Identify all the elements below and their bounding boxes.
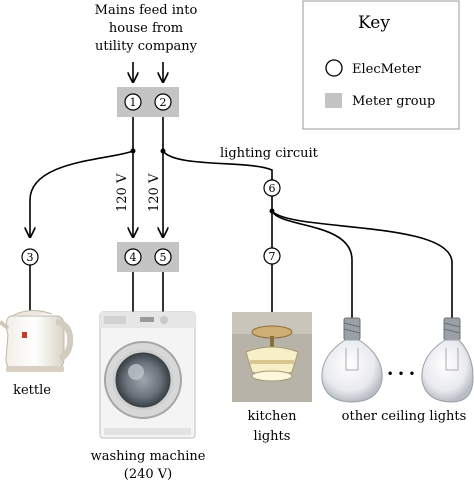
mains-label-line2: house from <box>109 21 183 36</box>
key-title: Key <box>358 13 390 33</box>
mains-label-line1: Mains feed into <box>95 3 198 18</box>
meter-1-number: 1 <box>130 96 137 109</box>
lighting-circuit-label: lighting circuit <box>220 146 319 161</box>
kitchen-lights-label-line2: lights <box>254 429 291 444</box>
meter-7-number: 7 <box>269 250 276 263</box>
wire-ceiling-light-2 <box>272 211 452 320</box>
meter-6: 6 <box>264 180 280 196</box>
key-elecmeter-label: ElecMeter <box>352 62 422 77</box>
ceiling-light-bulb-1 <box>322 318 382 402</box>
key-meter-group-label: Meter group <box>352 94 435 109</box>
meter-2: 2 <box>155 94 171 110</box>
ellipsis: • • • <box>387 367 416 381</box>
voltage-label-right: 120 V <box>147 173 162 212</box>
other-ceiling-lights-label: other ceiling lights <box>342 409 467 424</box>
washing-machine-image <box>100 312 195 438</box>
kitchen-light-image <box>232 312 312 402</box>
wire-ceiling-light-1 <box>272 211 352 320</box>
ceiling-light-bulb-2 <box>422 318 473 402</box>
meter-3-number: 3 <box>27 251 34 264</box>
meter-5-number: 5 <box>160 251 167 264</box>
meter-4-number: 4 <box>130 251 137 264</box>
washing-machine-label-line1: washing machine <box>91 449 206 464</box>
washing-machine-label-line2: (240 V) <box>124 467 172 482</box>
key-elecmeter-symbol <box>326 60 342 76</box>
meter-3: 3 <box>22 249 38 265</box>
voltage-label-left: 120 V <box>115 173 130 212</box>
meter-2-number: 2 <box>160 96 167 109</box>
kettle-image <box>0 310 70 372</box>
kitchen-lights-label-line1: kitchen <box>248 409 298 424</box>
meter-1: 1 <box>125 94 141 110</box>
kettle-label: kettle <box>13 383 51 398</box>
meter-4: 4 <box>125 249 141 265</box>
meter-6-number: 6 <box>269 182 276 195</box>
mains-label-line3: utility company <box>95 39 198 54</box>
meter-7: 7 <box>264 248 280 264</box>
meter-5: 5 <box>155 249 171 265</box>
key-meter-group-symbol <box>325 93 342 108</box>
key-legend: Key ElecMeter Meter group <box>303 1 459 129</box>
